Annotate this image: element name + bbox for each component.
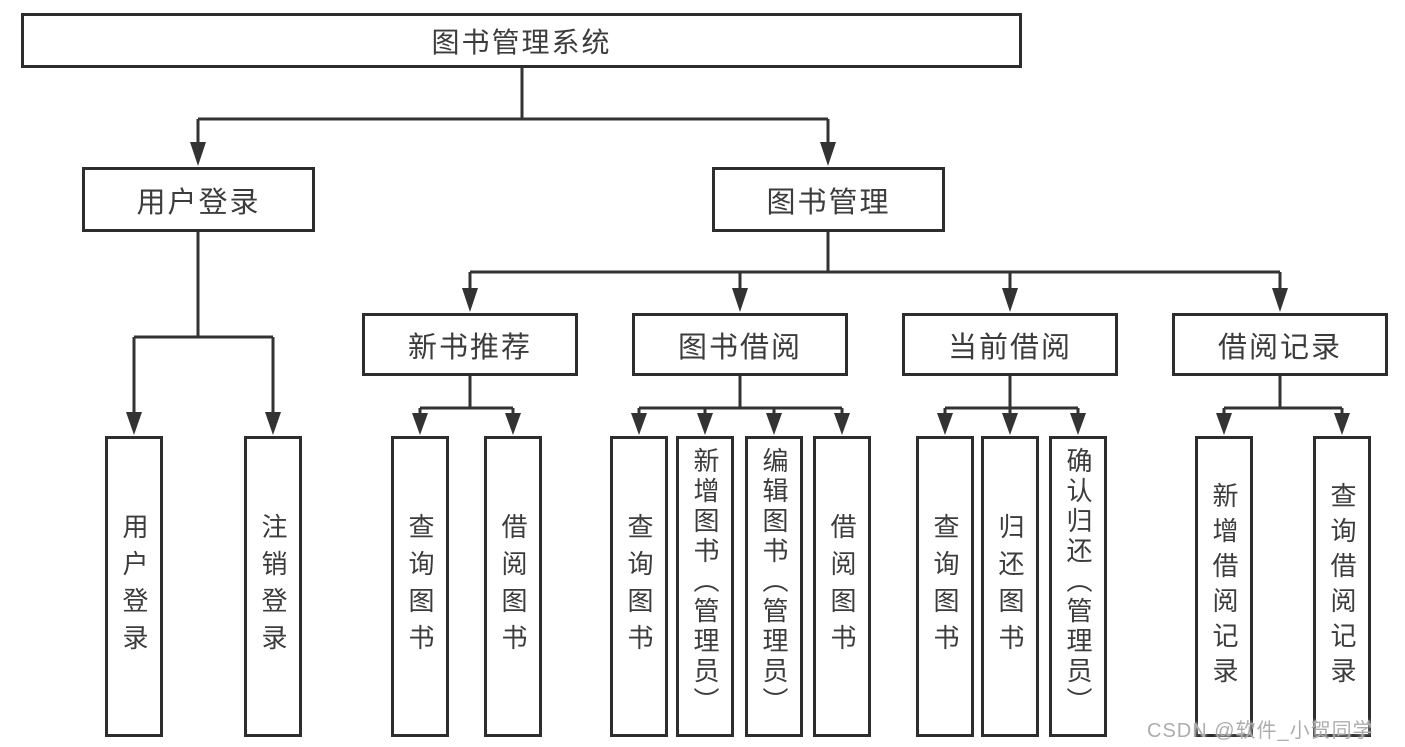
leaf-borrow-query-books: 查询图书	[610, 436, 668, 737]
leaf-recommend-borrow-books-label: 借阅图书	[498, 512, 528, 661]
leaf-current-query-books-label: 查询图书	[930, 512, 960, 661]
leaf-user-login-label: 用户登录	[119, 512, 149, 661]
node-user-login: 用户登录	[82, 167, 315, 232]
watermark: CSDN @软件_小贺同学	[1147, 720, 1374, 742]
leaf-borrow-borrow-books: 借阅图书	[813, 436, 871, 737]
leaf-borrow-add-books-admin: 新增图书（管理员）	[676, 436, 734, 737]
node-new-book-recommend: 新书推荐	[362, 313, 578, 376]
leaf-user-login: 用户登录	[105, 436, 163, 737]
leaf-current-confirm-return-admin: 确认归还（管理员）	[1049, 436, 1107, 737]
leaf-recommend-query-books-label: 查询图书	[405, 512, 435, 661]
leaf-borrow-edit-books-admin: 编辑图书（管理员）	[745, 436, 803, 737]
node-borrow-records: 借阅记录	[1172, 313, 1388, 376]
node-current-borrow: 当前借阅	[902, 313, 1118, 376]
node-book-management: 图书管理	[712, 167, 945, 232]
leaf-borrow-edit-books-admin-label: 编辑图书（管理员）	[759, 447, 789, 717]
leaf-current-query-books: 查询图书	[916, 436, 974, 737]
leaf-current-return-books-label: 归还图书	[995, 512, 1025, 661]
arrowheads	[126, 142, 1350, 435]
node-root-system: 图书管理系统	[21, 13, 1022, 68]
leaf-records-query-record-label: 查询借阅记录	[1327, 481, 1357, 692]
leaf-recommend-borrow-books: 借阅图书	[484, 436, 542, 737]
node-book-borrow: 图书借阅	[632, 313, 848, 376]
leaf-borrow-borrow-books-label: 借阅图书	[827, 512, 857, 661]
leaf-logout: 注销登录	[244, 436, 302, 737]
leaf-borrow-add-books-admin-label: 新增图书（管理员）	[690, 447, 720, 717]
leaf-recommend-query-books: 查询图书	[391, 436, 449, 737]
leaf-logout-label: 注销登录	[258, 512, 288, 661]
leaf-current-return-books: 归还图书	[981, 436, 1039, 737]
leaf-records-query-record: 查询借阅记录	[1313, 436, 1371, 737]
leaf-borrow-query-books-label: 查询图书	[624, 512, 654, 661]
connector-paths	[132, 66, 1344, 417]
leaf-current-confirm-return-admin-label: 确认归还（管理员）	[1063, 447, 1093, 717]
leaf-records-add-record: 新增借阅记录	[1195, 436, 1253, 737]
leaf-records-add-record-label: 新增借阅记录	[1209, 481, 1239, 692]
